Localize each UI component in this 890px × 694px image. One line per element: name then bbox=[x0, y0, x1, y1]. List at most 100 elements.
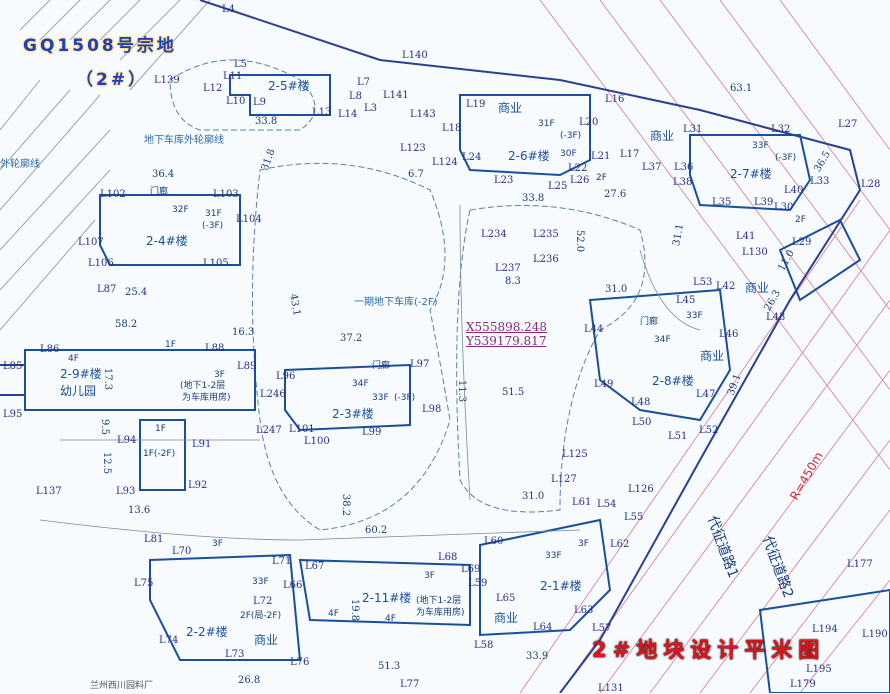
dimension-label: 19.8 bbox=[349, 598, 361, 622]
lot-label: L91 bbox=[192, 439, 212, 450]
floor-label: 30F bbox=[560, 149, 577, 159]
building-label: 2-4#楼 bbox=[146, 234, 188, 248]
lot-label: L246 bbox=[260, 389, 286, 400]
lot-label: L64 bbox=[533, 622, 553, 633]
lot-label: L24 bbox=[462, 152, 482, 163]
lot-label: L53 bbox=[693, 277, 713, 288]
floor-label: 31F bbox=[538, 119, 555, 129]
lot-label: L42 bbox=[716, 281, 736, 292]
lot-label: L131 bbox=[598, 683, 624, 694]
lot-label: L126 bbox=[628, 484, 654, 495]
lot-label: L235 bbox=[533, 229, 559, 240]
lot-label: L29 bbox=[792, 237, 812, 248]
lot-label: L20 bbox=[579, 117, 599, 128]
lot-label: L107 bbox=[78, 237, 104, 248]
floor-label: 33F bbox=[545, 551, 562, 561]
floor-label: 33F bbox=[252, 577, 269, 587]
lot-label: L194 bbox=[812, 624, 838, 635]
lot-label: L97 bbox=[410, 359, 430, 370]
garage-outline-left-label: 外轮廓线 bbox=[0, 159, 40, 170]
floor-label: 3F bbox=[578, 539, 589, 549]
lot-label: L179 bbox=[790, 679, 816, 690]
dimension-label: 12.5 bbox=[101, 451, 113, 475]
lot-label: L72 bbox=[253, 596, 273, 607]
dimension-label: 33.8 bbox=[255, 116, 278, 127]
building-label: 2-11#楼 bbox=[362, 591, 412, 605]
lot-label: L28 bbox=[861, 179, 881, 190]
floor-label: 1F bbox=[155, 424, 166, 434]
dimension-label: 51.5 bbox=[502, 387, 525, 398]
lot-label: L18 bbox=[442, 123, 462, 134]
lot-label: L234 bbox=[481, 229, 507, 240]
garage-use-note: 为车库用房) bbox=[416, 608, 465, 618]
floor-label: 4F bbox=[68, 354, 79, 364]
commercial-label: 商业 bbox=[494, 611, 519, 625]
lot-label: L73 bbox=[225, 649, 245, 660]
lot-label: L30 bbox=[774, 202, 794, 213]
lot-label: L16 bbox=[605, 94, 625, 105]
lot-label: L85 bbox=[3, 361, 23, 372]
lot-label: L31 bbox=[683, 124, 703, 135]
lot-label: L32 bbox=[771, 124, 791, 135]
floor-label: 2F bbox=[596, 173, 607, 183]
lot-label: L59 bbox=[468, 578, 488, 589]
lot-label: L70 bbox=[172, 546, 192, 557]
lot-label: L52 bbox=[699, 425, 719, 436]
lot-label: L74 bbox=[159, 635, 179, 646]
lot-label: L87 bbox=[97, 284, 117, 295]
commercial-label: 商业 bbox=[498, 101, 523, 115]
coordinate-x: X555898.248 bbox=[466, 320, 548, 334]
lot-label: L3 bbox=[364, 103, 378, 114]
lot-label: L103 bbox=[213, 189, 239, 200]
lot-label: L60 bbox=[484, 536, 504, 547]
building-label: 2-2#楼 bbox=[186, 625, 228, 639]
lot-label: L5 bbox=[234, 59, 248, 70]
porch-label: 门廊 bbox=[372, 361, 391, 371]
dimension-label: 9.5 bbox=[98, 419, 110, 435]
porch-label: 门廊 bbox=[640, 317, 659, 327]
lot-label: L17 bbox=[620, 149, 640, 160]
lot-label: L98 bbox=[422, 404, 442, 415]
lot-label: L127 bbox=[551, 474, 577, 485]
parcel-subtitle: （2#） bbox=[76, 70, 149, 90]
dimension-label: 31.0 bbox=[522, 491, 545, 502]
floor-label: 2F(局-2F) bbox=[240, 611, 282, 621]
floor-label: 34F bbox=[654, 335, 671, 345]
lot-label: L101 bbox=[289, 424, 315, 435]
floor-label: 33F bbox=[752, 141, 769, 151]
lot-label: L46 bbox=[719, 329, 739, 340]
coordinate-y: Y539179.817 bbox=[466, 334, 547, 348]
lot-label: L195 bbox=[806, 664, 832, 675]
lot-label: L137 bbox=[36, 486, 62, 497]
lot-label: L123 bbox=[400, 143, 426, 154]
lot-label: L25 bbox=[548, 181, 568, 192]
lot-label: L99 bbox=[362, 427, 382, 438]
internal-roads bbox=[39, 204, 701, 541]
lot-label: L58 bbox=[474, 640, 494, 651]
building-footprints bbox=[24, 74, 890, 693]
dimension-label: 38.2 bbox=[340, 493, 352, 517]
floor-label: 1F(-2F) bbox=[143, 449, 176, 459]
lot-label: L44 bbox=[584, 324, 604, 335]
dimension-label: 33.9 bbox=[526, 651, 549, 662]
lot-label: L105 bbox=[203, 258, 229, 269]
floor-label: 4F bbox=[385, 614, 396, 624]
lot-label: L22 bbox=[568, 163, 588, 174]
floor-label: 33F bbox=[686, 311, 703, 321]
garage-use-note: (地下1-2层 bbox=[416, 596, 462, 606]
lot-label: L13 bbox=[312, 107, 332, 118]
lot-label: L19 bbox=[466, 99, 486, 110]
dimension-label: 52.0 bbox=[574, 229, 586, 253]
lot-label: L26 bbox=[570, 175, 590, 186]
lot-label: L45 bbox=[676, 295, 696, 306]
building-label: 2-8#楼 bbox=[652, 374, 694, 388]
lot-label: L41 bbox=[736, 231, 756, 242]
floor-label: 4F bbox=[328, 609, 339, 619]
lot-label: L140 bbox=[402, 50, 428, 61]
dimension-label: 16.3 bbox=[232, 327, 255, 338]
floor-label: (-3F) bbox=[775, 153, 797, 163]
lot-label: L21 bbox=[591, 151, 611, 162]
lot-label: L94 bbox=[117, 435, 137, 446]
floor-label: 34F bbox=[352, 379, 369, 389]
